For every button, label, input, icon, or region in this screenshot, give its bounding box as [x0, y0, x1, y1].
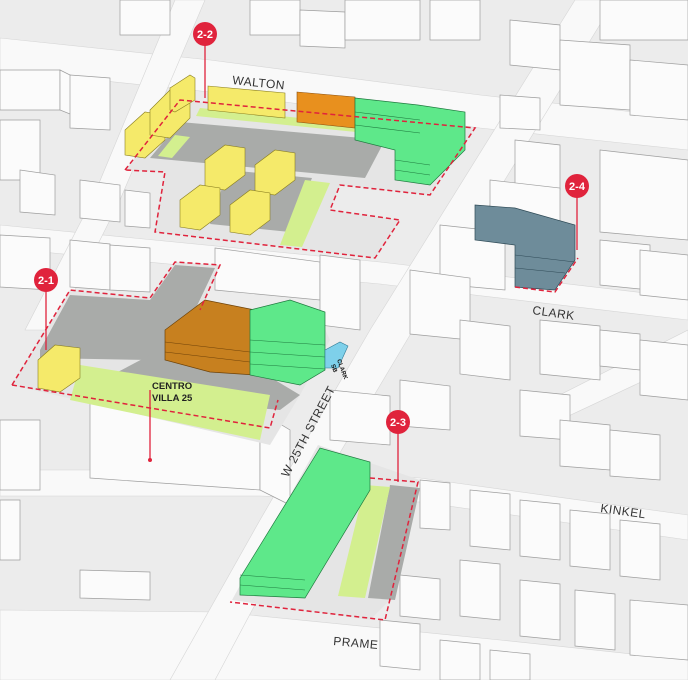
boundary-2-4 [514, 257, 579, 293]
boundary-2-3 [229, 477, 419, 621]
site-2-4 [474, 204, 579, 293]
centro-villa-label-1: CENTRO [152, 381, 192, 392]
clark-sb-building [324, 341, 349, 369]
yellow-townhouses-2-1 [37, 344, 81, 393]
svg-text:2-1: 2-1 [38, 275, 54, 287]
callout-2-4[interactable]: 2-4 [565, 174, 589, 198]
street-label-prame: PRAME [333, 634, 379, 652]
boundary-2-1 [11, 384, 279, 429]
callout-leaders [45, 42, 578, 482]
site-2-1: CLARK SB [11, 261, 349, 445]
svg-text:2-3: 2-3 [390, 417, 406, 429]
centro-villa-marker [148, 458, 152, 462]
green-building-2-3 [239, 447, 371, 599]
callout-2-1[interactable]: 2-1 [34, 268, 58, 292]
callout-2-3[interactable]: 2-3 [386, 410, 410, 434]
parking-2-3 [368, 485, 420, 600]
orange-building-2-2 [296, 91, 356, 129]
parking-2-2 [150, 122, 385, 178]
svg-text:2-4: 2-4 [569, 181, 586, 193]
street-label-clark: CLARK [532, 303, 576, 323]
site-2-2 [124, 74, 477, 259]
site-2-3 [229, 445, 420, 621]
clark-sb-label-2: SB [329, 364, 338, 375]
street-label-walton: WALTON [232, 73, 286, 92]
green-2-1 [70, 365, 270, 440]
green-2-3 [338, 485, 390, 598]
street-label-kinkel: KINKEL [600, 501, 647, 521]
callout-2-2[interactable]: 2-2 [193, 22, 217, 46]
svg-text:2-2: 2-2 [197, 29, 213, 41]
slate-building-2-4 [474, 204, 576, 291]
centro-villa-label-2: VILLA 25 [152, 393, 193, 404]
green-2-2 [280, 180, 330, 247]
